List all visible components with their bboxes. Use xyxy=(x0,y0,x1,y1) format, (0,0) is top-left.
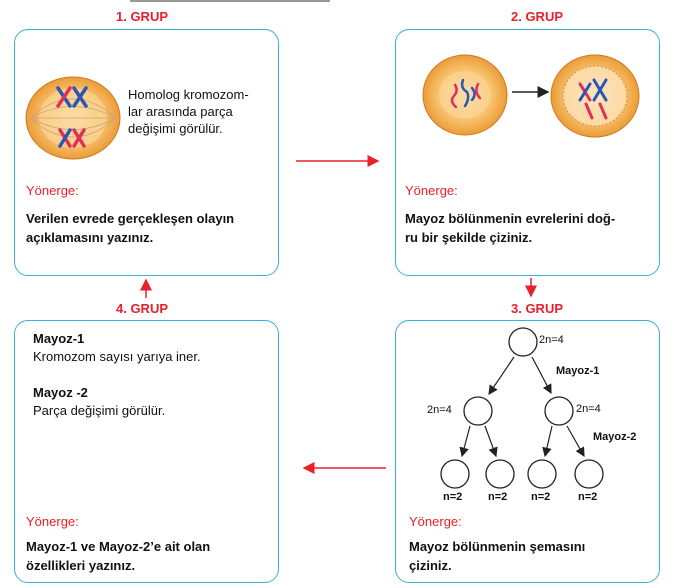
group2-yonerge: Yönerge: xyxy=(405,183,458,198)
tree-node-leaf-3 xyxy=(527,459,557,489)
group3-box xyxy=(395,320,660,583)
group4-instruction: Mayoz-1 ve Mayoz-2’e ait olan özellikler… xyxy=(26,539,211,573)
group4-yonerge: Yönerge: xyxy=(26,514,79,529)
tree-node-root xyxy=(508,327,538,357)
tree-right-label: 2n=4 xyxy=(576,403,601,415)
cell-before-illustration xyxy=(422,54,508,136)
group4-box xyxy=(14,320,279,583)
group1-instruction: Verilen evrede gerçekleşen olayın açıkla… xyxy=(26,211,235,245)
group4-title: 4. GRUP xyxy=(115,301,168,316)
group1-title: 1. GRUP xyxy=(115,9,168,24)
mayoz1-text: Kromozom sayısı yarıya iner. xyxy=(33,349,201,364)
tree-left-label: 2n=4 xyxy=(427,404,452,416)
tree-node-right xyxy=(544,396,574,426)
mayoz2-text: Parça değişimi görülür. xyxy=(33,403,166,418)
group3-title: 3. GRUP xyxy=(510,301,563,316)
mayoz2-label: Mayoz-2 xyxy=(593,431,637,443)
cell-after-illustration xyxy=(550,54,640,138)
mayoz1-label: Mayoz-1 xyxy=(556,365,600,377)
leaf-label-4: n=2 xyxy=(578,491,598,503)
leaf-label-2: n=2 xyxy=(488,491,508,503)
tree-node-leaf-2 xyxy=(485,459,515,489)
mayoz2-title: Mayoz -2 xyxy=(33,385,88,400)
tree-node-leaf-1 xyxy=(440,459,470,489)
leaf-label-3: n=2 xyxy=(531,491,551,503)
leaf-label-1: n=2 xyxy=(443,491,463,503)
group2-instruction: Mayoz bölünmenin evrelerini doğ- ru bir … xyxy=(405,211,616,245)
mayoz1-title: Mayoz-1 xyxy=(33,331,85,346)
top-edge-line xyxy=(130,0,330,2)
group2-title: 2. GRUP xyxy=(510,9,563,24)
group3-instruction: Mayoz bölünmenin şemasını çiziniz. xyxy=(409,539,586,573)
tree-node-leaf-4 xyxy=(574,459,604,489)
meiosis-cell-illustration xyxy=(25,76,121,160)
meiosis-tree-diagram xyxy=(440,327,604,489)
group1-desc: Homolog kromozom- lar arasında parça değ… xyxy=(128,87,249,136)
group1-box xyxy=(14,29,279,276)
tree-node-left xyxy=(463,396,493,426)
group3-yonerge: Yönerge: xyxy=(409,514,462,529)
group1-yonerge: Yönerge: xyxy=(26,183,79,198)
tree-root-label: 2n=4 xyxy=(539,334,564,346)
